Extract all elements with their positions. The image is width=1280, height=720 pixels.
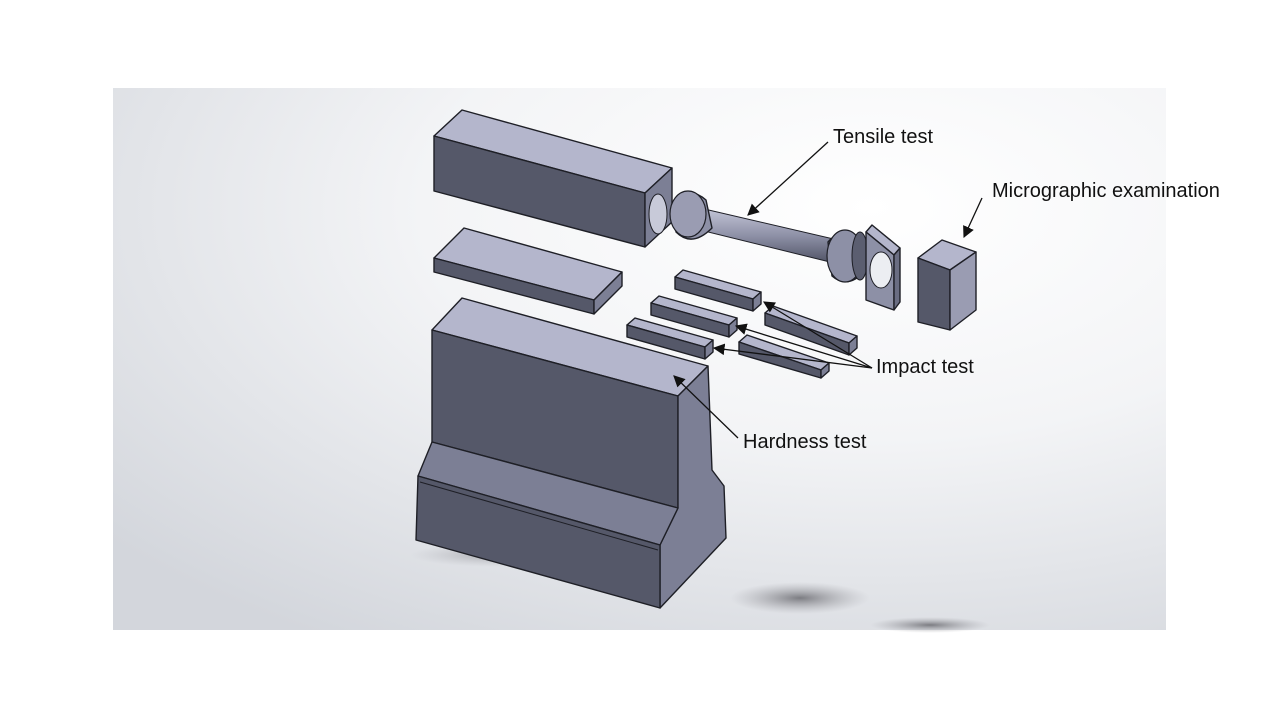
- tensile-specimen: [669, 190, 869, 283]
- impact-bar-long: [738, 334, 830, 379]
- tensile-grip-block: [433, 109, 673, 248]
- tensile-leader-arrow: [747, 141, 829, 216]
- micrographic-examination-label: Micrographic examination: [992, 180, 1220, 202]
- grip-hole: [648, 193, 668, 235]
- tensile-test-label: Tensile test: [833, 126, 933, 148]
- impact-leader-arrow: [763, 301, 873, 369]
- impact-test-label: Impact test: [876, 356, 974, 378]
- hardness-test-block: [415, 297, 727, 609]
- micrographic-leader-arrow: [963, 197, 983, 239]
- impact-bar: [650, 295, 738, 338]
- hardness-test-label: Hardness test: [743, 431, 867, 453]
- tensile-end-plate: [865, 224, 901, 311]
- ground-shadow: [730, 582, 870, 614]
- hardness-leader-arrow: [673, 375, 739, 439]
- impact-leader-arrow: [734, 323, 873, 369]
- impact-bar: [626, 317, 714, 360]
- ground-shadow: [870, 617, 990, 633]
- impact-leader-arrow: [712, 343, 873, 369]
- hardness-slab-piece: [433, 227, 623, 315]
- micrographic-specimen: [917, 239, 977, 331]
- impact-bar: [674, 269, 762, 312]
